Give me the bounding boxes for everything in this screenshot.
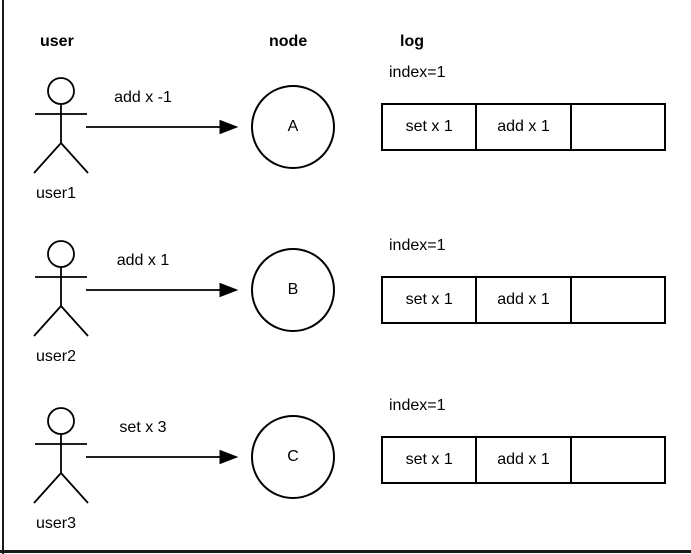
log-index-label: index=1: [389, 64, 446, 81]
action-label: add x 1: [116, 252, 170, 269]
arrow-right-icon: [86, 449, 238, 465]
node-circle: A: [251, 85, 335, 169]
log-table: set x 1 add x 1: [381, 436, 666, 484]
log-cell: [572, 105, 664, 149]
diagram-row-user3: user3 set x 3 C index=1 set x 1 add x 1: [0, 397, 691, 537]
column-header-user: user: [40, 33, 74, 50]
action-label: set x 3: [119, 419, 167, 436]
log-cell: add x 1: [477, 278, 572, 322]
canvas-edge-bottom: [0, 550, 691, 553]
user-label: user2: [36, 348, 77, 365]
node-label: C: [287, 448, 299, 465]
user-stick-figure-icon: [33, 407, 89, 504]
node-label: B: [287, 281, 299, 298]
log-index-label: index=1: [389, 397, 446, 414]
user-stick-figure-icon: [33, 240, 89, 337]
column-header-node: node: [269, 33, 308, 50]
user-stick-figure-icon: [33, 77, 89, 174]
log-cell: set x 1: [383, 438, 478, 482]
node-label: A: [287, 118, 299, 135]
log-cell: set x 1: [383, 278, 478, 322]
log-cell: set x 1: [383, 105, 478, 149]
log-index-label: index=1: [389, 237, 446, 254]
diagram-row-user1: user1 add x -1 A index=1 set x 1 add x 1: [0, 64, 691, 207]
node-circle: B: [251, 248, 335, 332]
log-table: set x 1 add x 1: [381, 103, 666, 151]
log-group: index=1 set x 1 add x 1: [381, 397, 679, 484]
log-table: set x 1 add x 1: [381, 276, 666, 324]
action-label: add x -1: [114, 89, 172, 106]
log-group: index=1 set x 1 add x 1: [381, 237, 679, 324]
node-circle: C: [251, 415, 335, 499]
log-cell: add x 1: [477, 438, 572, 482]
user-label: user1: [36, 185, 77, 202]
diagram-row-user2: user2 add x 1 B index=1 set x 1 add x 1: [0, 237, 691, 370]
canvas-edge-left: [2, 0, 4, 554]
log-cell: [572, 278, 664, 322]
arrow-right-icon: [86, 119, 238, 135]
column-header-log: log: [400, 33, 424, 50]
arrow-right-icon: [86, 282, 238, 298]
user-label: user3: [36, 515, 77, 532]
log-group: index=1 set x 1 add x 1: [381, 64, 679, 151]
log-cell: [572, 438, 664, 482]
log-cell: add x 1: [477, 105, 572, 149]
